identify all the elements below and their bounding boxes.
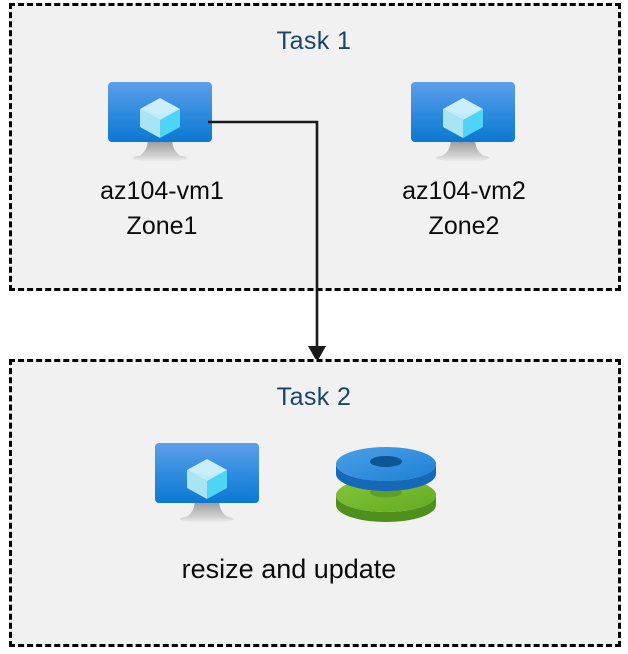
vm1-label: az104-vm1 Zone1	[100, 177, 224, 240]
task-2-caption: resize and update	[181, 554, 397, 584]
virtual-machine-icon-vm3	[155, 443, 259, 523]
task-2-container	[9, 359, 621, 647]
task-2-title: Task 2	[276, 383, 352, 411]
virtual-machine-icon-vm2	[411, 82, 515, 162]
vm2-label: az104-vm2 Zone2	[402, 177, 526, 240]
managed-disks-icon	[336, 447, 436, 522]
task-1-title: Task 1	[276, 27, 352, 55]
virtual-machine-icon-vm1	[108, 82, 212, 162]
